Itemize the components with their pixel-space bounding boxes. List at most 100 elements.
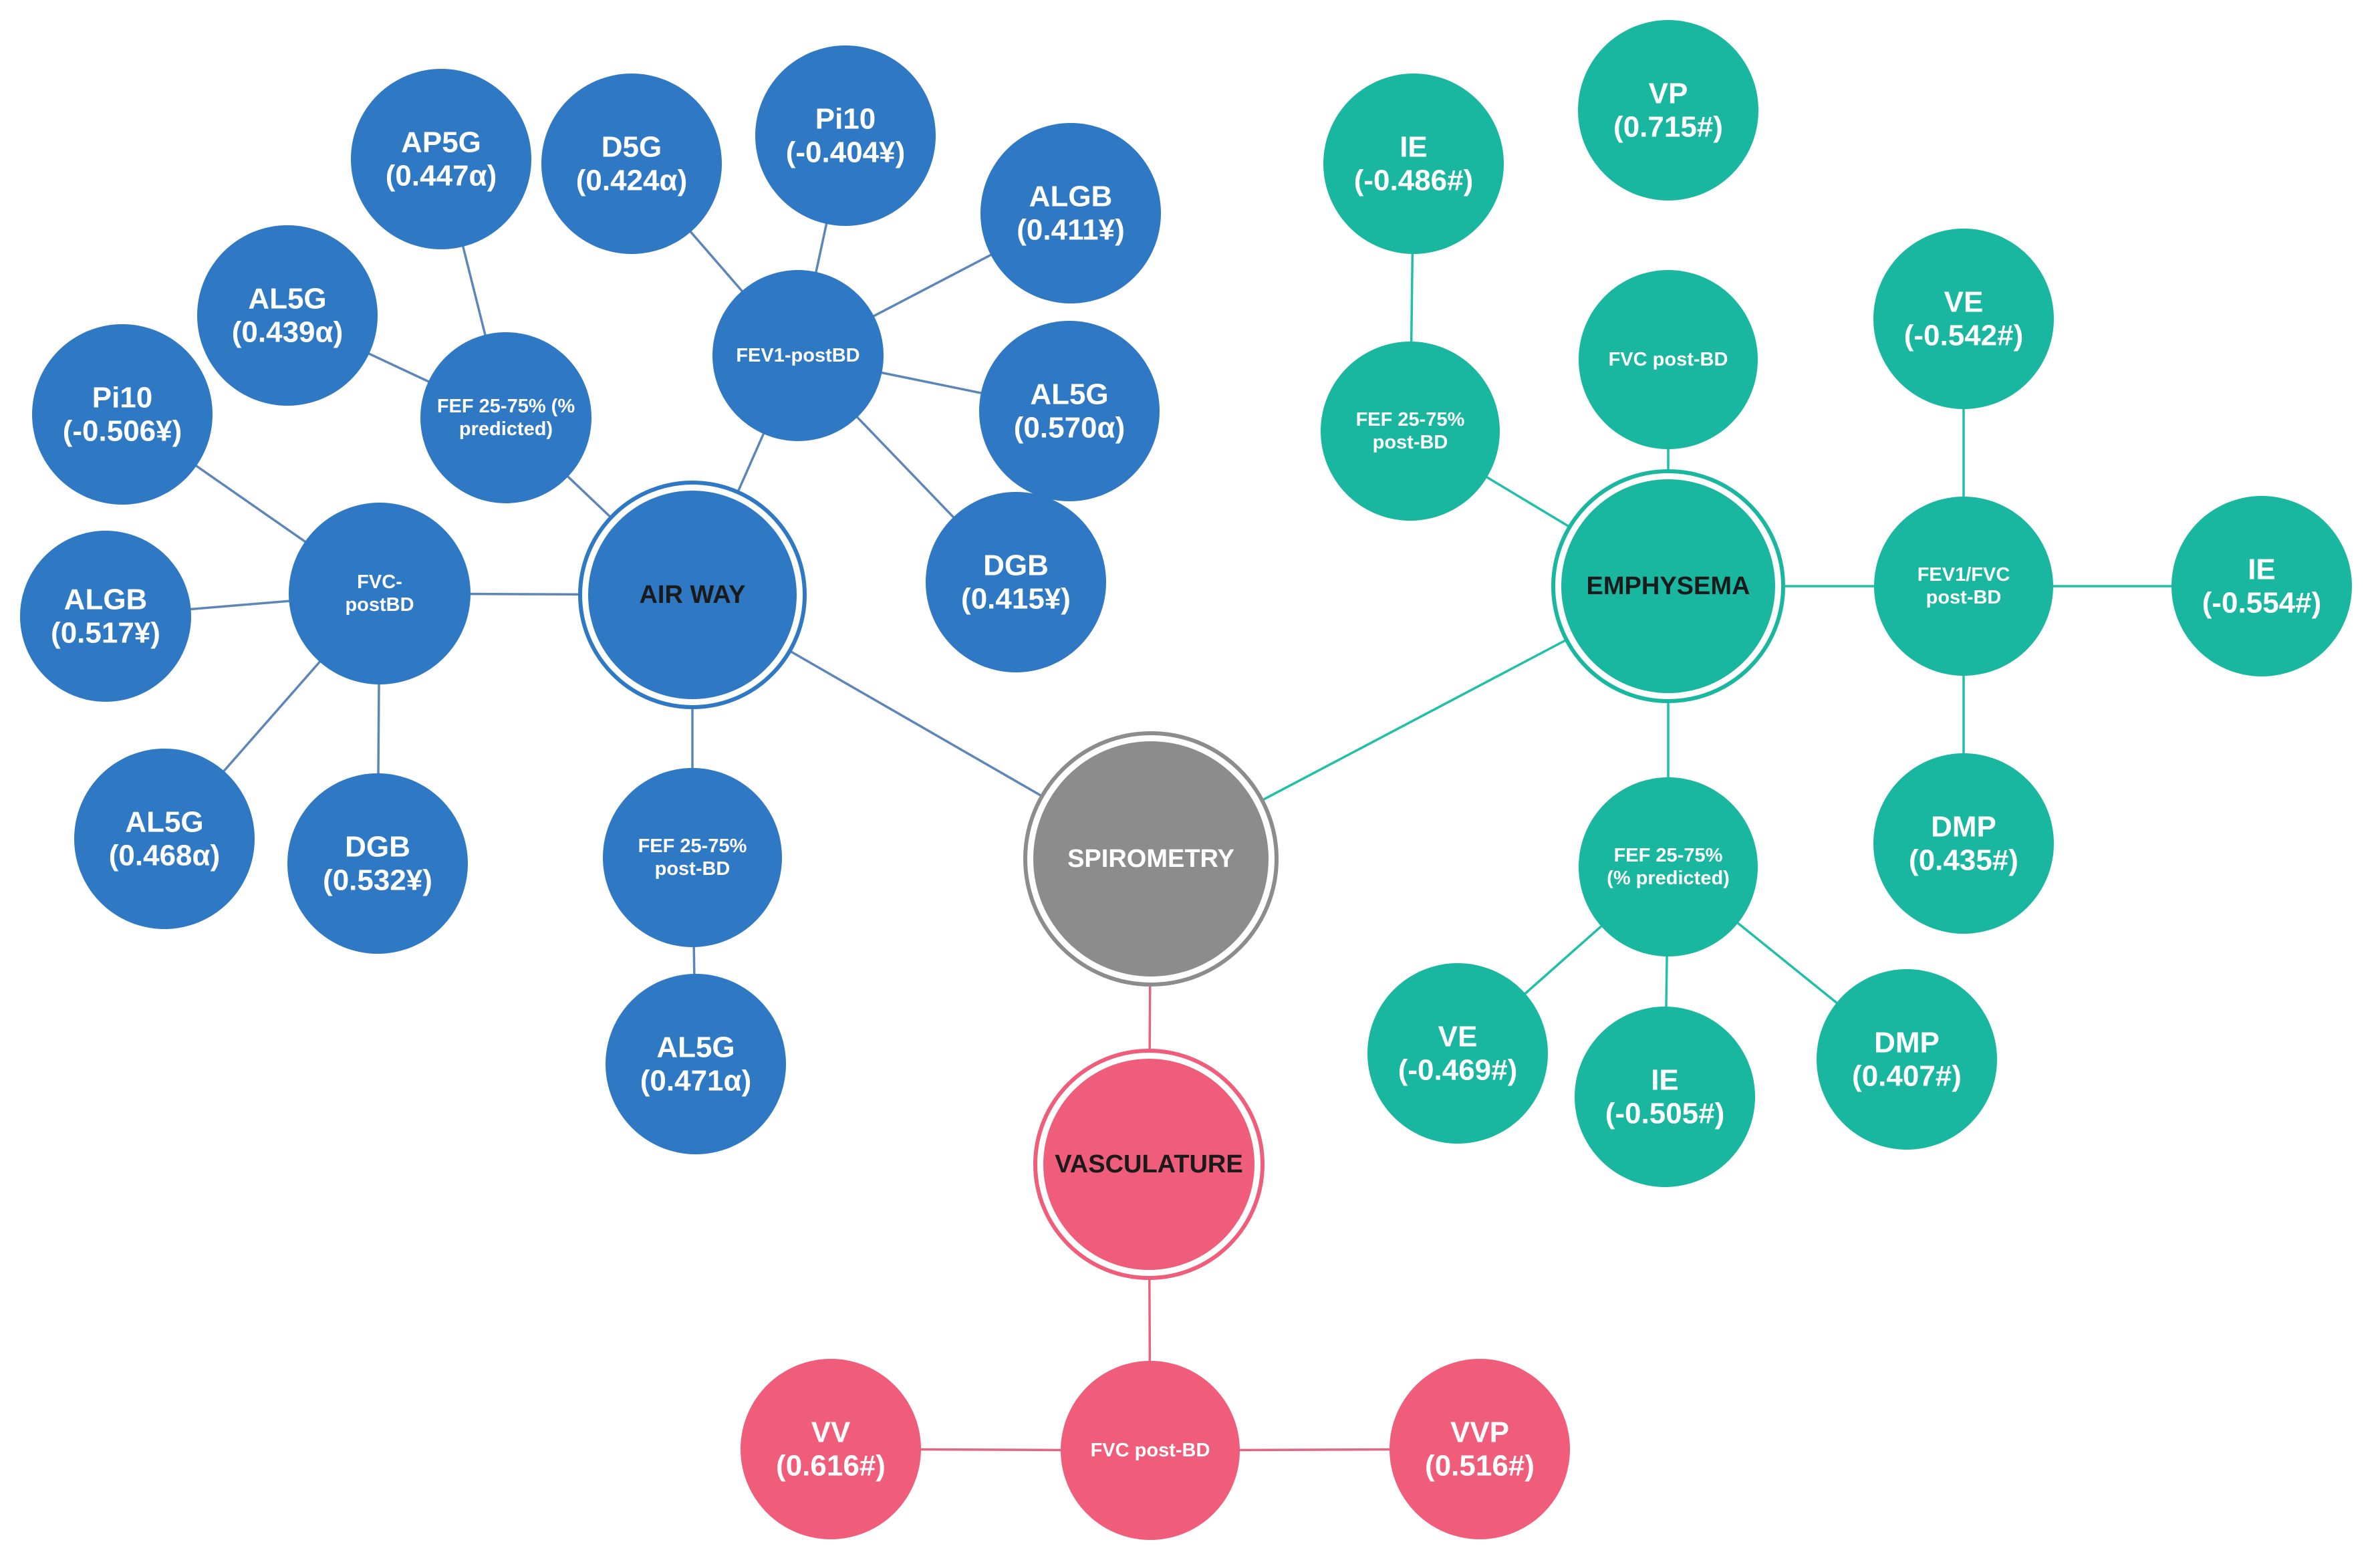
circle-aw_al5g_b (197, 225, 378, 406)
label-aw_dgb_b-1: (0.415¥) (961, 583, 1071, 616)
circle-aw_ap5g (351, 69, 531, 249)
circle-em_fef_post (1321, 342, 1500, 521)
circle-aw_d5g (541, 74, 722, 254)
label-aw_al5g_a-1: (0.468α) (109, 839, 220, 872)
circle-em_ve_b (1367, 963, 1548, 1144)
circle-aw_pi10_a (32, 324, 213, 505)
label-aw_pi10_b-1: (-0.404¥) (786, 136, 906, 169)
label-aw_al5g_d-1: (0.471α) (640, 1065, 751, 1097)
circle-em_vp (1578, 20, 1758, 201)
label-aw_ap5g-1: (0.447α) (386, 160, 497, 192)
circle-em_dmp_a (1873, 753, 2054, 934)
label-aw_dgb_a-1: (0.532¥) (323, 864, 432, 897)
label-va_vv-0: VV (811, 1416, 851, 1449)
label-aw_fev1-0: FEV1-postBD (736, 345, 860, 366)
label-em_ie_a-0: IE (1400, 131, 1428, 164)
node-em_ie_c: IE(-0.505#) (1575, 1007, 1755, 1187)
node-em_dmp_b: DMP(0.407#) (1817, 969, 1997, 1150)
label-em_dmp_a-0: DMP (1931, 811, 1996, 844)
label-aw_al5g_d-0: AL5G (656, 1031, 735, 1064)
label-aw_fvc-1: postBD (345, 594, 414, 616)
label-em_ve_a-0: VE (1944, 286, 1984, 319)
label-aw_pi10_a-1: (-0.506¥) (63, 415, 182, 448)
node-aw_fev1: FEV1-postBD (712, 270, 884, 441)
circle-aw_al5g_a (74, 749, 255, 929)
node-aw_ap5g: AP5G(0.447α) (351, 69, 531, 249)
label-em_fev1fvc-1: post-BD (1926, 587, 2002, 608)
label-emphysema-0: EMPHYSEMA (1587, 572, 1750, 600)
node-em_ie_a: IE(-0.486#) (1323, 74, 1504, 254)
node-em_fvc: FVC post-BD (1579, 270, 1758, 449)
label-em_fev1fvc-0: FEV1/FVC (1918, 564, 2010, 586)
hub-circle-airway (588, 491, 797, 699)
label-va_vvp-0: VVP (1450, 1416, 1509, 1449)
circle-em_fvc (1579, 270, 1758, 449)
label-aw_al5g_b-0: AL5G (248, 283, 326, 315)
label-em_ie_c-0: IE (1651, 1064, 1679, 1097)
label-em_ve_a-1: (-0.542#) (1904, 319, 2024, 352)
circle-em_fev1fvc (1874, 497, 2053, 676)
label-aw_fef_pred-1: predicted) (459, 418, 553, 440)
label-em_ie_c-1: (-0.505#) (1605, 1097, 1725, 1130)
node-va_vvp: VVP(0.516#) (1390, 1359, 1570, 1539)
label-aw_al5g_c-0: AL5G (1030, 378, 1108, 411)
circle-va_fvc (1061, 1361, 1240, 1540)
label-aw_d5g-0: D5G (602, 131, 662, 164)
hub-circle-emphysema (1561, 479, 1775, 693)
circle-va_vv (741, 1359, 921, 1539)
label-aw_dgb_a-0: DGB (345, 831, 410, 864)
label-aw_al5g_b-1: (0.439α) (232, 316, 343, 349)
node-emphysema: EMPHYSEMA (1551, 469, 1785, 703)
label-em_vp-0: VP (1649, 78, 1688, 110)
label-em_fef_post-0: FEF 25-75% (1356, 409, 1465, 430)
node-aw_pi10_b: Pi10(-0.404¥) (755, 45, 936, 226)
node-vasculature: VASCULATURE (1033, 1049, 1265, 1280)
label-em_fef_post-1: post-BD (1373, 432, 1448, 453)
label-em_fvc-0: FVC post-BD (1609, 349, 1728, 370)
nodes-layer: SPIROMETRY AIR WAY EMPHYSEMA VASCULATURE FVC… (20, 20, 2352, 1540)
label-aw_ap5g-0: AP5G (401, 126, 481, 159)
node-em_fef_post: FEF 25-75%post-BD (1321, 342, 1500, 521)
label-em_fef_pred-0: FEF 25-75% (1614, 845, 1723, 866)
circle-aw_dgb_a (287, 773, 468, 954)
circle-em_dmp_b (1817, 969, 1997, 1150)
circle-aw_fvc (289, 503, 471, 684)
circle-em_fef_pred (1579, 777, 1758, 956)
node-aw_algb_b: ALGB(0.411¥) (980, 123, 1161, 303)
node-em_fef_pred: FEF 25-75%(% predicted) (1579, 777, 1758, 956)
label-aw_algb_b-0: ALGB (1029, 180, 1113, 213)
label-aw_algb_a-0: ALGB (64, 584, 148, 616)
label-em_ie_b-0: IE (2248, 553, 2276, 586)
label-em_vp-1: (0.715#) (1613, 111, 1723, 144)
node-aw_al5g_a: AL5G(0.468α) (74, 749, 255, 929)
label-aw_fef_post-1: post-BD (655, 858, 731, 880)
label-em_ve_b-1: (-0.469#) (1398, 1054, 1518, 1087)
label-aw_algb_b-1: (0.411¥) (1017, 214, 1124, 247)
node-aw_fvc: FVC-postBD (289, 503, 471, 684)
node-em_ve_a: VE(-0.542#) (1873, 229, 2054, 409)
circle-aw_al5g_c (979, 321, 1160, 501)
label-em_ie_a-1: (-0.486#) (1354, 164, 1474, 197)
circle-va_vvp (1390, 1359, 1570, 1539)
node-aw_dgb_b: DGB(0.415¥) (926, 492, 1106, 672)
label-aw_fef_pred-0: FEF 25-75% (% (437, 396, 575, 417)
label-em_ie_b-1: (-0.554#) (2202, 587, 2322, 620)
label-em_ve_b-0: VE (1438, 1021, 1478, 1053)
label-aw_d5g-1: (0.424α) (576, 164, 687, 197)
node-aw_pi10_a: Pi10(-0.506¥) (32, 324, 213, 505)
circle-em_ie_a (1323, 74, 1504, 254)
label-airway-0: AIR WAY (639, 581, 745, 609)
node-aw_fef_pred: FEF 25-75% (%predicted) (420, 332, 591, 503)
node-aw_al5g_d: AL5G(0.471α) (606, 974, 786, 1154)
node-va_fvc: FVC post-BD (1061, 1361, 1240, 1540)
label-aw_fef_post-0: FEF 25-75% (638, 835, 747, 857)
circle-aw_dgb_b (926, 492, 1106, 672)
node-em_dmp_a: DMP(0.435#) (1873, 753, 2054, 934)
node-spirometry: SPIROMETRY (1023, 731, 1279, 987)
label-em_fef_pred-1: (% predicted) (1607, 868, 1730, 889)
node-aw_fef_post: FEF 25-75%post-BD (603, 768, 782, 947)
label-va_fvc-0: FVC post-BD (1091, 1440, 1210, 1461)
label-aw_pi10_b-0: Pi10 (815, 103, 876, 136)
